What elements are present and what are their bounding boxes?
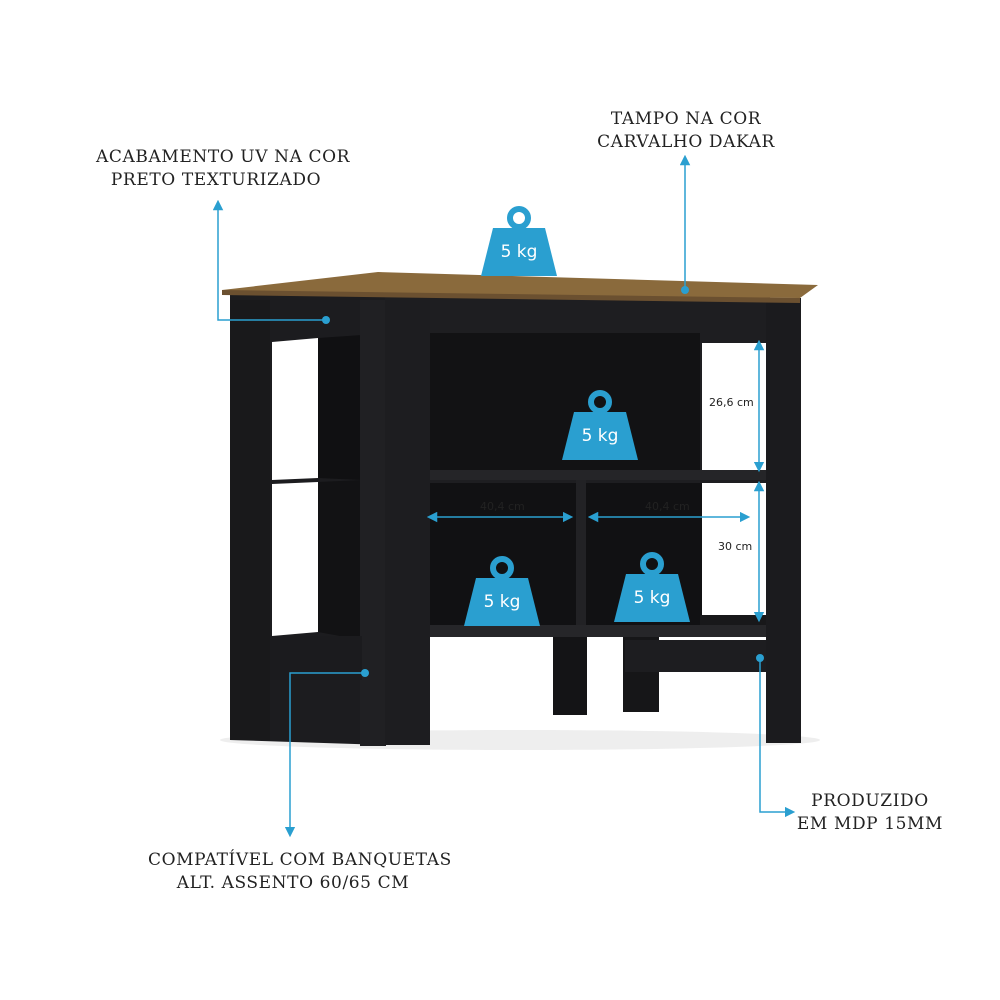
label-material-line2: EM MDP 15MM [796, 814, 944, 834]
weight-shelf-text: 5 kg [581, 426, 619, 446]
label-top-line2: CARVALHO DAKAR [597, 132, 775, 152]
dim-right-niche-width: 40,4 cm [645, 500, 690, 513]
callout-line-stools [284, 672, 365, 838]
label-finish-line2: PRETO TEXTURIZADO [110, 170, 322, 190]
callout-line-finish [212, 199, 326, 321]
label-material: PRODUZIDO EM MDP 15MM [790, 790, 950, 836]
label-finish-line1: ACABAMENTO UV NA COR [96, 147, 351, 167]
label-top-line1: TAMPO NA COR [610, 109, 762, 129]
dim-lower-shelf-height: 30 cm [718, 540, 753, 553]
label-stools-line1: COMPATÍVEL COM BANQUETAS [148, 850, 452, 870]
weight-badge-left-niche: 5 kg [462, 556, 542, 628]
front-leg-left [385, 300, 430, 745]
label-finish: ACABAMENTO UV NA COR PRETO TEXTURIZADO [96, 146, 351, 192]
label-stools-line2: ALT. ASSENTO 60/65 CM [176, 873, 410, 893]
label-material-line1: PRODUZIDO [811, 791, 929, 811]
weight-right-niche-text: 5 kg [633, 588, 671, 608]
tabletop [222, 272, 818, 298]
weight-left-niche-text: 5 kg [483, 592, 521, 612]
weight-badge-right-niche: 5 kg [612, 552, 692, 624]
callout-line-material [759, 658, 796, 818]
dim-upper-shelf-height: 26,6 cm [709, 396, 754, 409]
dim-left-niche-width: 40,4 cm [480, 500, 525, 513]
weight-top-text: 5 kg [500, 242, 538, 262]
label-stools: COMPATÍVEL COM BANQUETAS ALT. ASSENTO 60… [148, 849, 452, 895]
weight-badge-shelf: 5 kg [560, 390, 640, 462]
label-top: TAMPO NA COR CARVALHO DAKAR [596, 108, 776, 154]
weight-icon [562, 390, 638, 460]
weight-icon [614, 552, 690, 622]
weight-icon [481, 206, 557, 276]
front-leg-right [766, 298, 801, 743]
weight-icon [464, 556, 540, 626]
weight-badge-top: 5 kg [479, 206, 559, 278]
